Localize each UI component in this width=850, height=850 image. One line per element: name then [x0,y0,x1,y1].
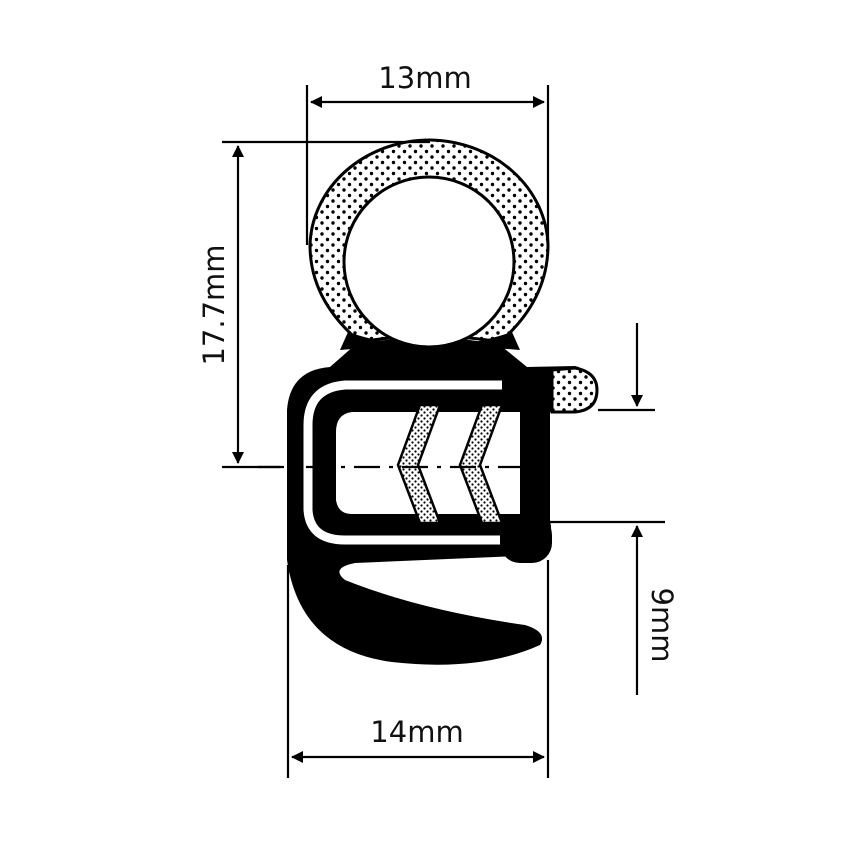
dimension-label-9mm: 9mm [645,588,679,663]
dimension-top-width: 13mm [305,61,550,245]
lower-lip [500,515,552,563]
grip-fin-right [458,403,504,525]
dimension-label-17-7mm: 17.7mm [197,244,231,365]
dimension-label-13mm: 13mm [378,61,471,95]
dimension-right-depth: 9mm [520,323,679,695]
dimension-label-14mm: 14mm [370,715,463,749]
bulb-neck [340,332,520,350]
grip-fin-left [396,403,442,525]
bulb-hollow [342,175,516,349]
dimension-left-height: 17.7mm [197,140,430,469]
lip-sponge-tip [550,366,599,414]
dimension-bottom-width: 14mm [286,560,550,778]
metal-clip-insert [303,380,502,545]
